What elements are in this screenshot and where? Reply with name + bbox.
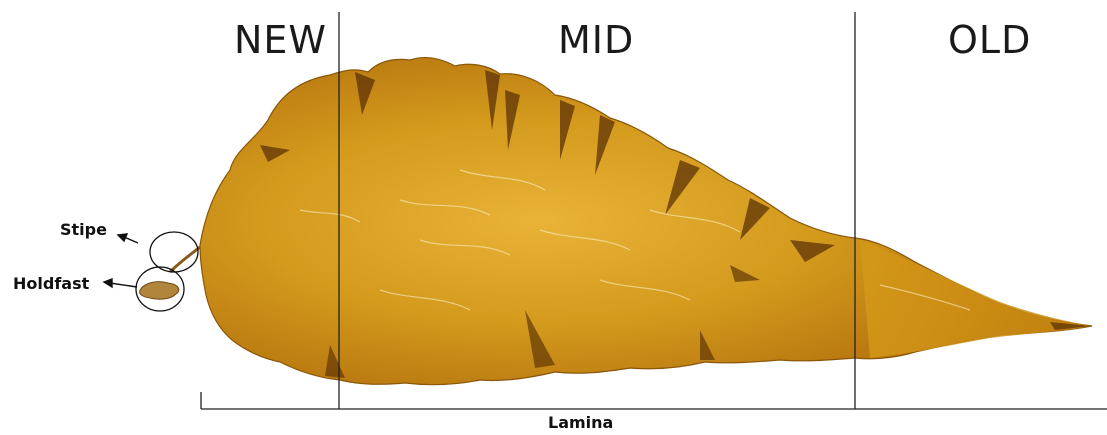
- lamina-bracket: [201, 392, 1107, 409]
- stipe-label: Stipe: [60, 220, 107, 239]
- stipe-holdfast: [136, 232, 200, 311]
- blade-tip: [860, 240, 1092, 358]
- lamina-label: Lamina: [548, 413, 613, 432]
- zone-label-new: NEW: [234, 18, 327, 62]
- kelp-blade: [200, 58, 1092, 385]
- stipe-shape: [170, 247, 200, 272]
- holdfast-label: Holdfast: [13, 274, 89, 293]
- stipe-circle: [150, 232, 198, 272]
- zone-label-mid: MID: [558, 18, 634, 62]
- zone-label-old: OLD: [948, 18, 1031, 62]
- annotation-arrows: [104, 234, 138, 287]
- holdfast-shape: [140, 282, 179, 300]
